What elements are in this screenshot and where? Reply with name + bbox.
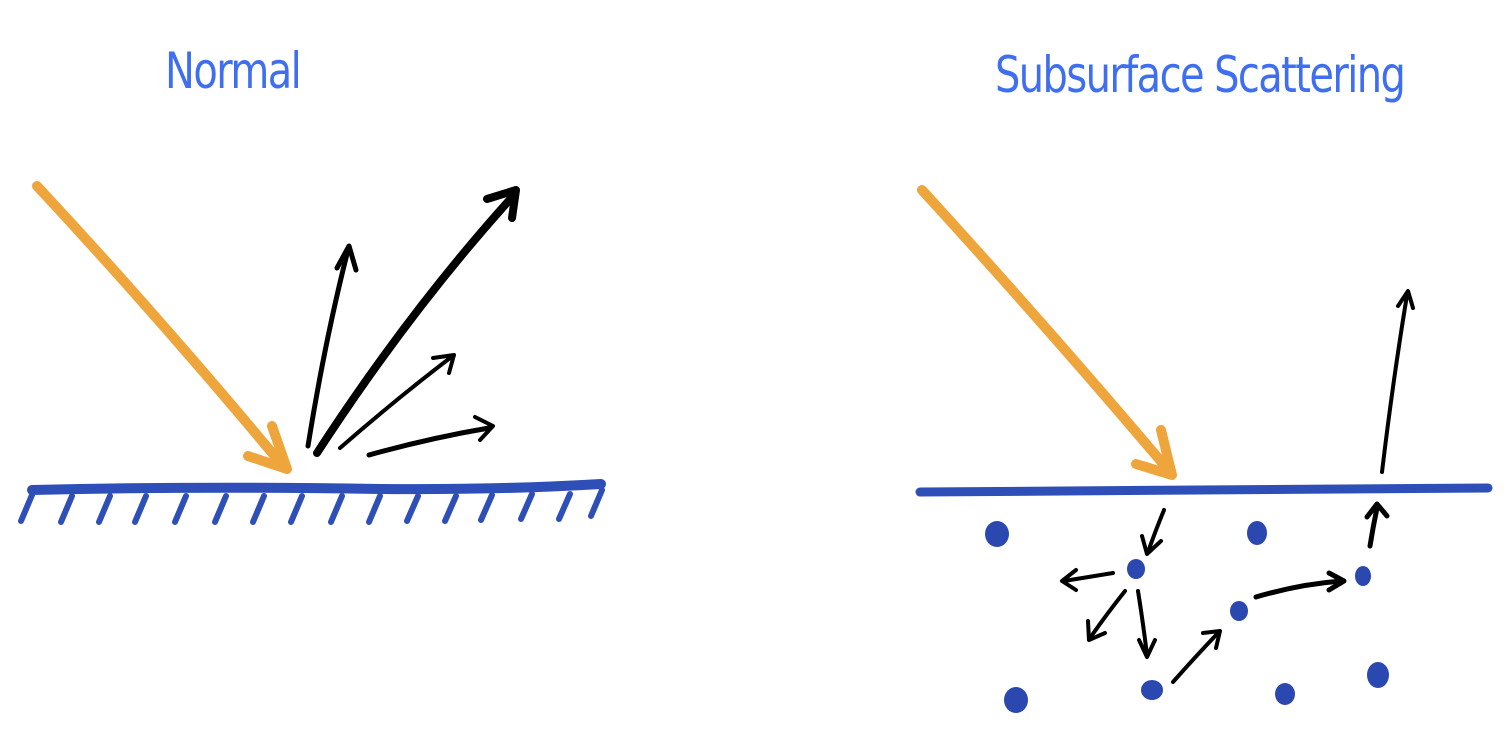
surface-line-left xyxy=(27,479,606,495)
scatter-arrow-down-left xyxy=(1086,589,1127,642)
scatter-arrow-exit-up xyxy=(1364,501,1390,549)
particle xyxy=(1247,521,1267,545)
normal-panel xyxy=(18,181,606,525)
surface-hatching xyxy=(18,487,605,525)
incident-light-arrow-right xyxy=(917,185,1177,480)
particle xyxy=(1141,680,1163,700)
scattering-particles xyxy=(985,521,1389,713)
particle xyxy=(1004,687,1028,713)
incident-light-arrow-left xyxy=(32,181,292,474)
particle xyxy=(1367,662,1389,688)
scatter-arrow-right xyxy=(1253,570,1347,600)
particle xyxy=(985,521,1009,547)
particle xyxy=(1127,559,1145,579)
exiting-ray xyxy=(1380,289,1415,474)
scatter-arrow-left xyxy=(1060,568,1115,592)
particle xyxy=(1275,683,1295,705)
scatter-arrow-up-right xyxy=(1171,629,1222,684)
subsurface-scattering-title: Subsurface Scattering xyxy=(995,46,1406,104)
reflected-ray-steep xyxy=(305,243,359,449)
normal-title: Normal xyxy=(165,42,302,100)
reflected-ray-mid xyxy=(338,353,456,450)
particle xyxy=(1355,566,1371,586)
particle xyxy=(1230,601,1248,621)
scatter-arrow-entry xyxy=(1140,508,1166,556)
reflected-ray-shallow xyxy=(366,415,495,458)
subsurface-panel xyxy=(915,185,1493,713)
scatter-arrow-down xyxy=(1136,589,1157,659)
reflected-ray-specular xyxy=(313,186,520,457)
surface-line-right xyxy=(915,483,1493,497)
